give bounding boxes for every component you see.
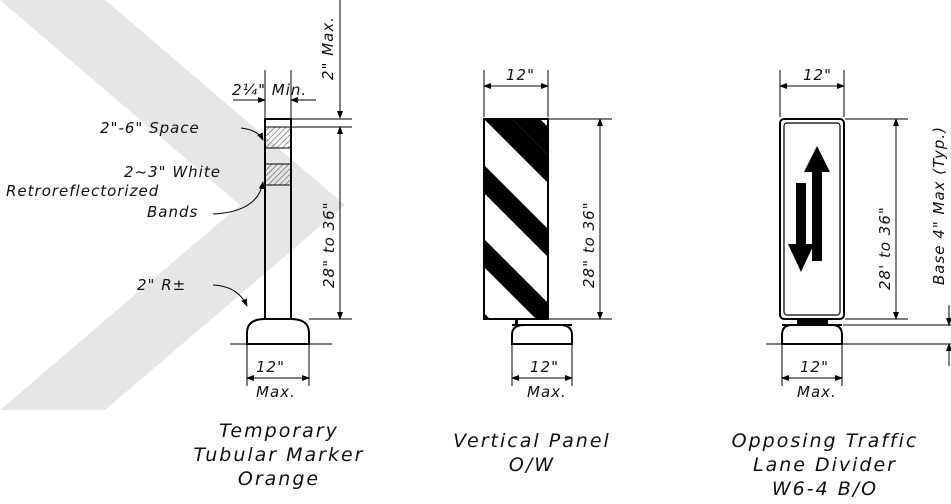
tubular-caption-line3: Orange xyxy=(238,468,320,490)
reflective-band-top xyxy=(264,126,292,149)
tubular-caption-line2: Tubular Marker xyxy=(194,444,365,466)
lane-divider-caption-line2: Lane Divider xyxy=(753,454,897,476)
arrow-down-icon xyxy=(788,183,814,272)
tubular-post xyxy=(264,118,292,320)
bands-label-line2: Retroreflectorized xyxy=(6,182,159,200)
lane-divider-base-note: Base 4" Max (Typ.) xyxy=(930,126,948,285)
tubular-top-offset-label: 2" Max. xyxy=(319,16,337,80)
lane-divider: 12" 28' to 36" Base 4" Max (Typ.) 12" Ma… xyxy=(732,66,951,500)
watermark-chevron xyxy=(0,0,345,410)
lane-divider-base-width-label: 12" xyxy=(800,358,829,376)
lane-divider-base-max-label: Max. xyxy=(797,383,837,401)
tubular-height-label: 28" to 36" xyxy=(320,201,338,288)
space-label: 2"-6" Space xyxy=(100,119,200,137)
lane-divider-caption-line1: Opposing Traffic xyxy=(732,430,919,452)
vertical-panel-height-label: 28" to 36" xyxy=(580,201,598,288)
vertical-panel-base xyxy=(511,324,573,345)
tubular-top-width-label: 2¼" Min. xyxy=(232,81,307,99)
arrow-up-icon xyxy=(804,146,830,261)
tubular-base xyxy=(246,318,310,345)
lane-divider-base xyxy=(781,324,843,345)
lane-divider-caption-line3: W6-4 B/O xyxy=(772,478,878,500)
bands-label-line1: 2~3" White xyxy=(124,163,221,181)
tubular-marker: 2¼" Min. 2" Max. 28" to 36" 2"-6" Space … xyxy=(6,0,365,490)
tubular-caption-line1: Temporary xyxy=(219,420,339,442)
lane-divider-height-label: 28' to 36" xyxy=(876,206,894,290)
reflective-band-bottom xyxy=(264,163,292,186)
vertical-panel-caption-line1: Vertical Panel xyxy=(453,430,611,452)
vertical-panel-stripes xyxy=(484,119,548,319)
vertical-panel-base-width-label: 12" xyxy=(530,358,559,376)
vertical-panel-caption-line2: O/W xyxy=(509,454,555,476)
vertical-panel-width-label: 12" xyxy=(506,66,535,84)
tubular-base-max-label: Max. xyxy=(256,383,296,401)
vertical-panel-base-max-label: Max. xyxy=(527,383,567,401)
bands-label-line3: Bands xyxy=(147,203,198,221)
tubular-base-width-label: 12" xyxy=(256,358,285,376)
radius-label: 2" R± xyxy=(137,276,186,294)
vertical-panel: 12" 28" to 36" 12" Max. Vertical Panel O… xyxy=(453,66,612,476)
lane-divider-width-label: 12" xyxy=(803,66,832,84)
